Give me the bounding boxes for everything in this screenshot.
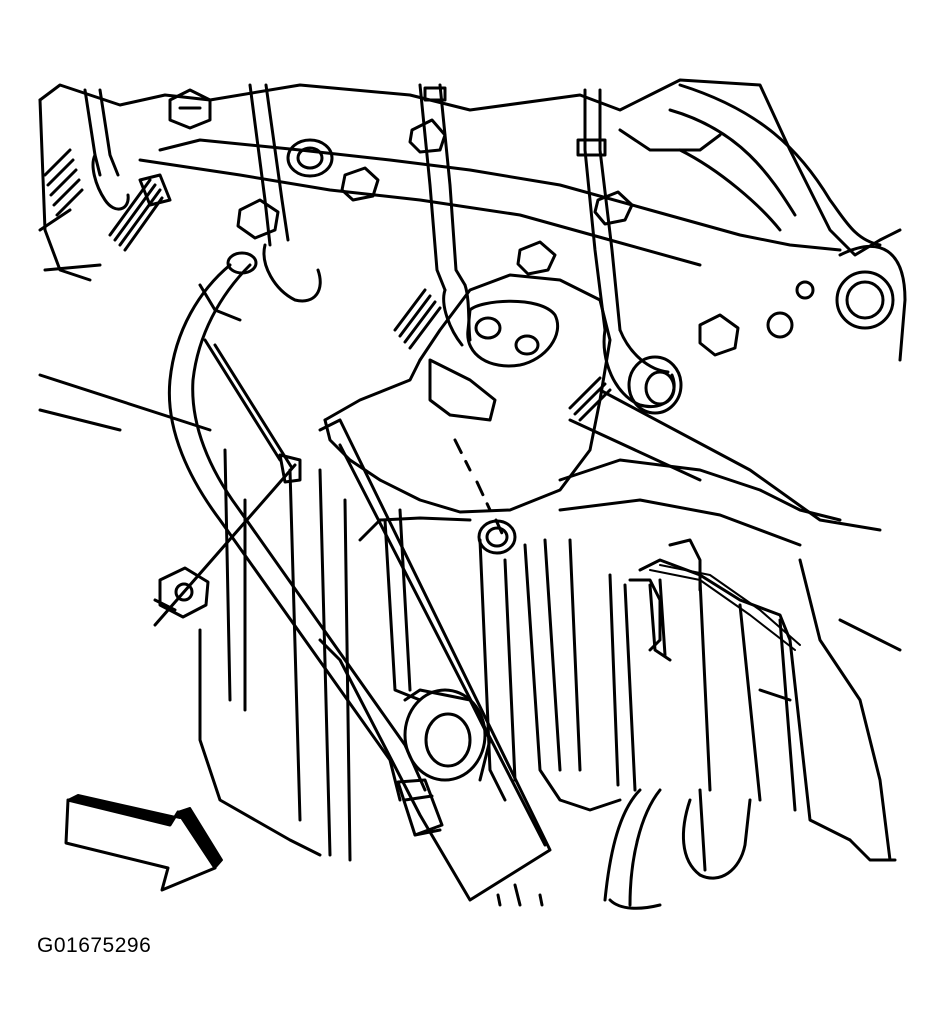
figure-id-label: G01675296: [37, 934, 152, 957]
spark-plug-boots: [45, 90, 738, 420]
spark-plug-wires: [85, 85, 674, 407]
center-housing: [325, 275, 610, 540]
engine-block: [40, 80, 905, 530]
mounting-stud-and-nut: [155, 455, 300, 625]
oil-pan: [200, 450, 900, 908]
bracket-plate: [320, 420, 550, 905]
forward-arrow-icon: [66, 795, 222, 890]
